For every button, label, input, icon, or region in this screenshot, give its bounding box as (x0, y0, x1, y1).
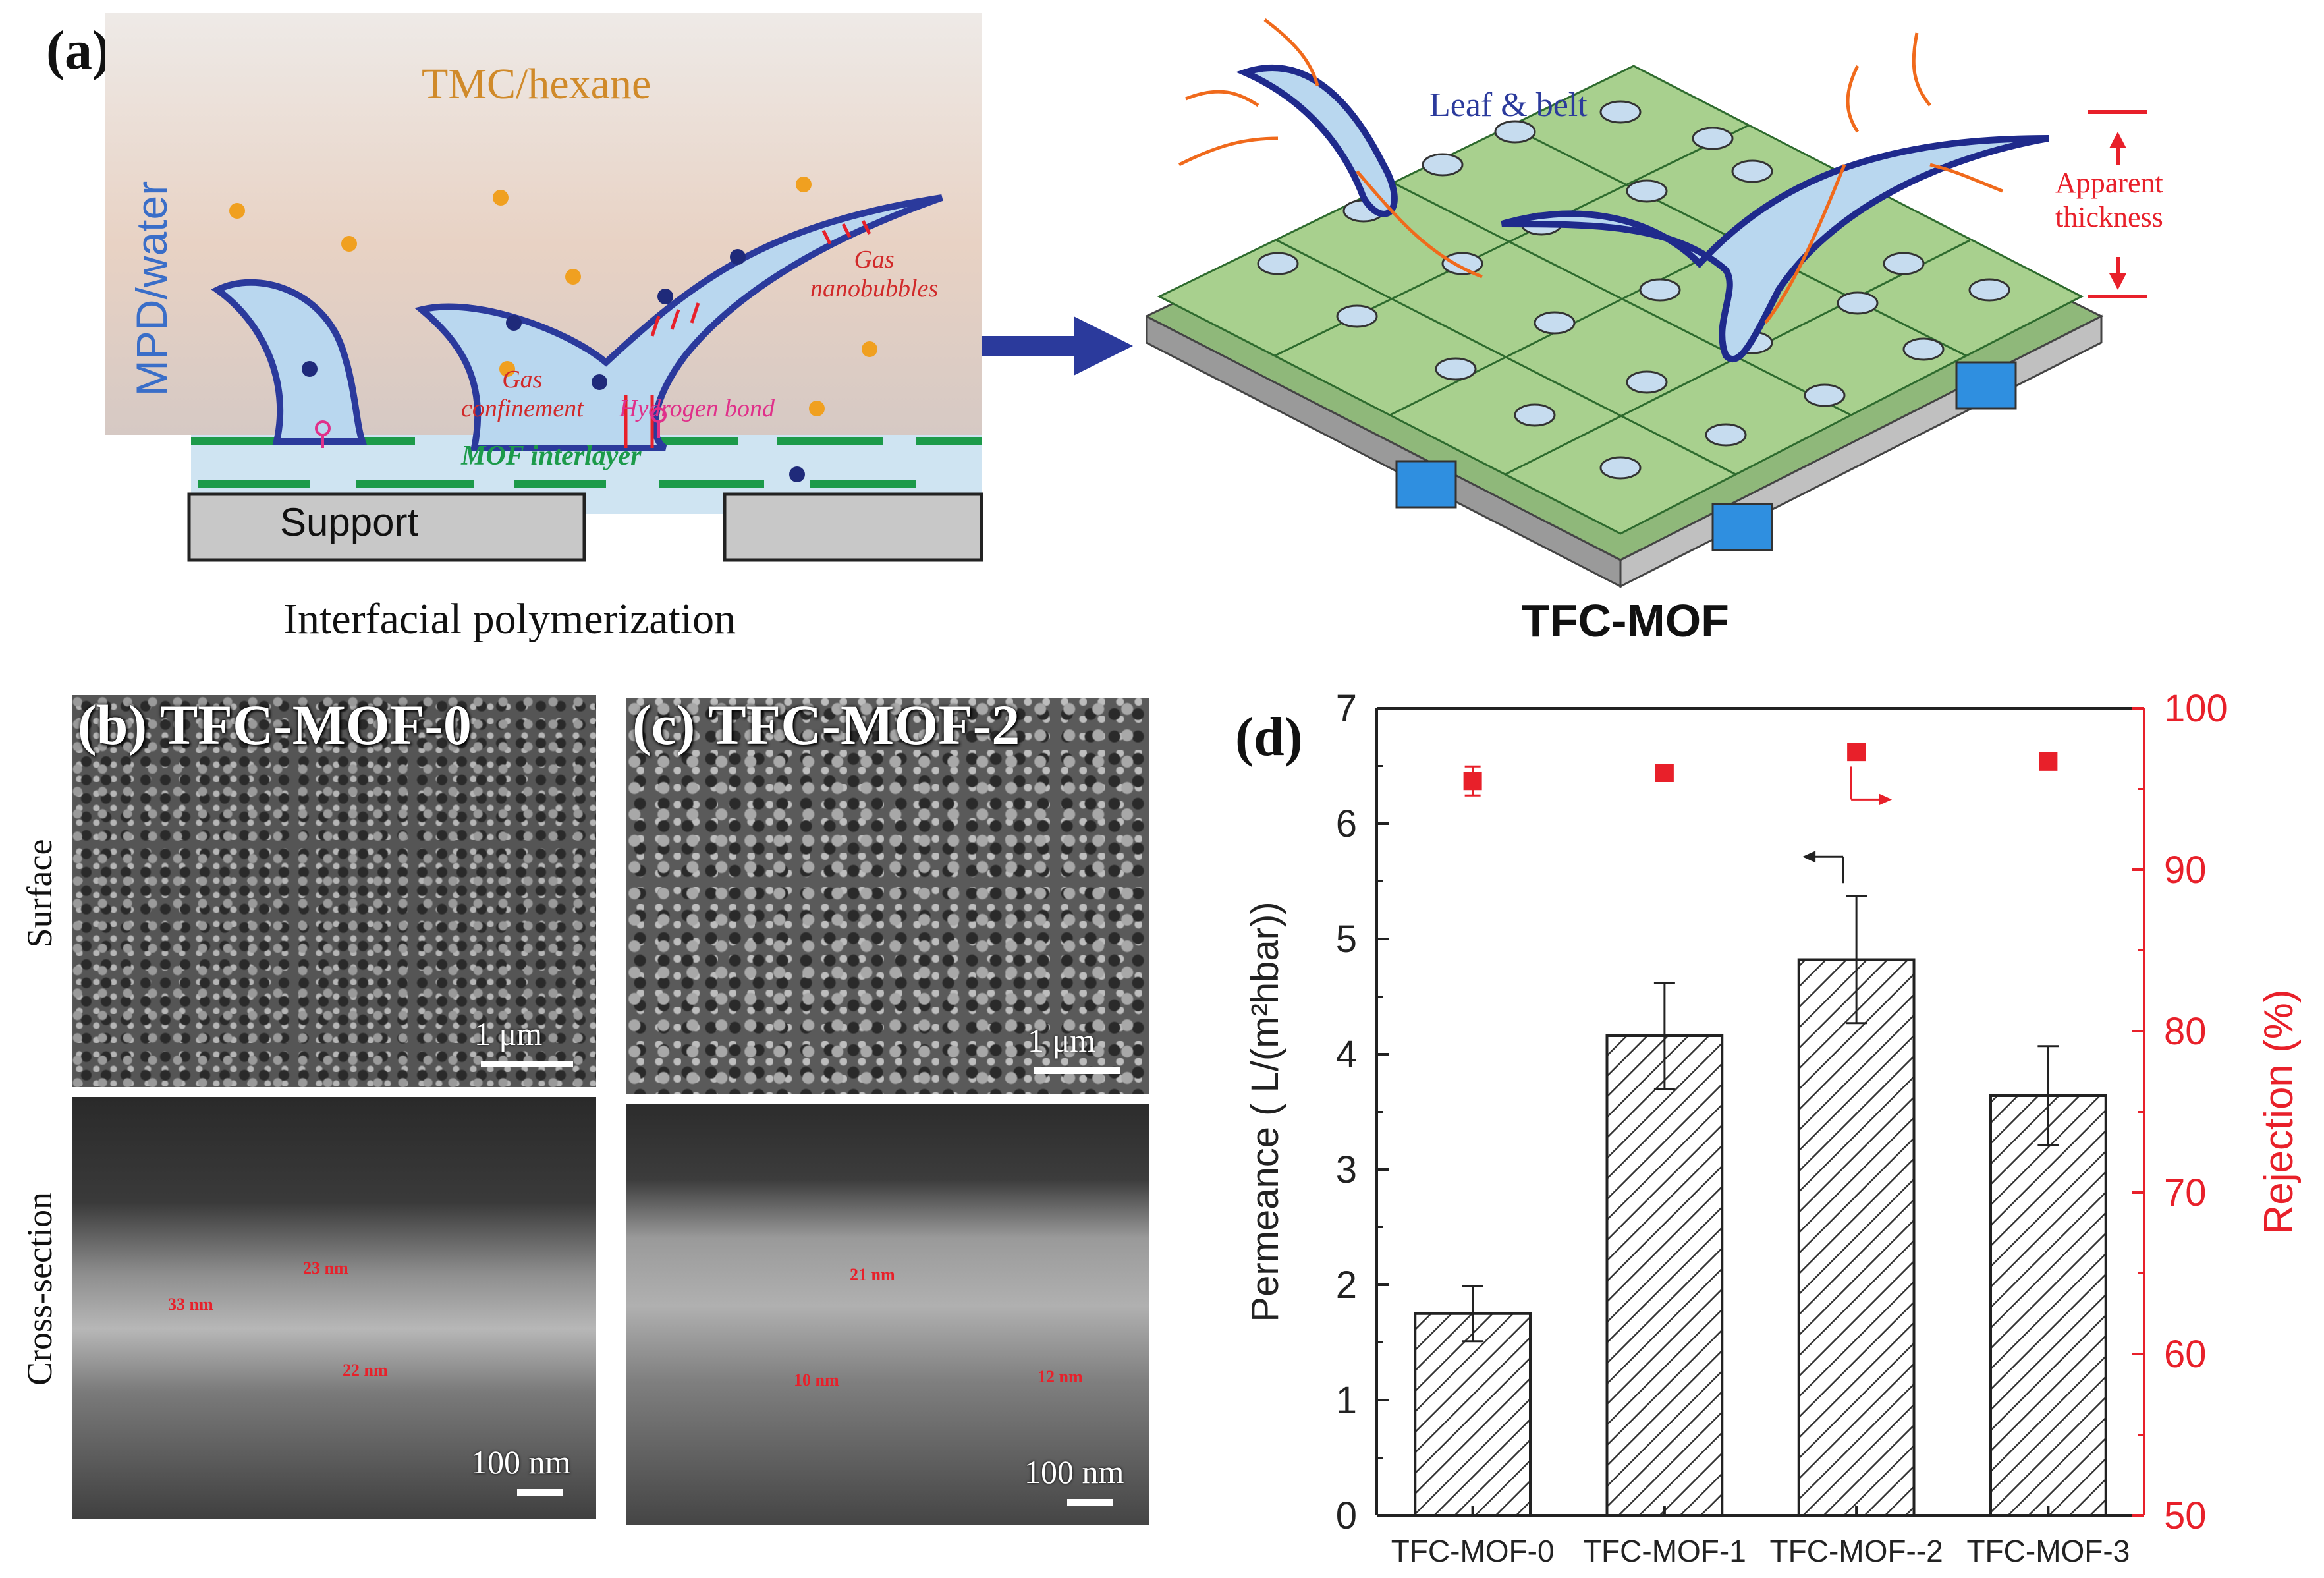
scale-bar-b-cross (517, 1489, 563, 1496)
gas-nanobubbles-label: Gas nanobubbles (810, 245, 938, 303)
left-y-tick-label: 7 (1336, 687, 1357, 730)
channel-insert-2 (1711, 503, 1773, 551)
gas-confinement-line1: Gas (502, 366, 543, 393)
apparent-thickness-line1: Apparent (2055, 167, 2163, 199)
permeance-axis-indicator-head (1802, 851, 1816, 863)
gas-confinement-line2: confinement (461, 395, 584, 422)
left-y-tick-label: 5 (1336, 918, 1357, 961)
support-block-right (723, 492, 983, 562)
polyamide-leaf-left (211, 279, 367, 445)
tmc-hexane-label: TMC/hexane (422, 60, 651, 108)
scale-label-c-cross: 100 nm (1024, 1453, 1124, 1490)
interfacial-polymerization-caption: Interfacial polymerization (283, 595, 736, 643)
right-y-tick-label: 90 (2164, 849, 2207, 891)
right-y-tick-label: 70 (2164, 1171, 2207, 1214)
channel-insert-3 (1955, 361, 2017, 410)
scale-label-b-cross: 100 nm (471, 1444, 571, 1480)
permeance-bar (1605, 1034, 1724, 1517)
process-arrow (982, 316, 1133, 376)
sem-c-surface: 1 μm (626, 698, 1149, 1094)
thickness-b-1: 33 nm (168, 1295, 213, 1314)
sem-b-surface: 1 μm (72, 695, 596, 1087)
polyamide-belt (414, 194, 943, 451)
right-y-tick-label: 60 (2164, 1333, 2207, 1376)
interfacial-polymerization-diagram (105, 13, 983, 562)
rejection-axis-indicator-head (1879, 793, 1893, 806)
mpd-water-label: MPD/water (127, 181, 176, 397)
permeance-bar (1797, 958, 1916, 1517)
mof-interlayer-dashes (191, 437, 982, 488)
thickness-c-3: 12 nm (1038, 1367, 1083, 1386)
tmc-molecules (229, 177, 877, 416)
left-y-tick-label: 1 (1336, 1379, 1357, 1422)
permeance-bar (1989, 1094, 2107, 1517)
mpd-molecules (302, 249, 805, 482)
scale-label-b-surface: 1 μm (474, 1015, 543, 1052)
flow-arrows (1178, 18, 2003, 324)
thickness-b-2: 23 nm (303, 1258, 348, 1278)
rejection-point (2039, 752, 2058, 771)
thickness-c-1: 21 nm (850, 1265, 895, 1284)
support-block-left (187, 492, 586, 562)
left-y-axis-title: Permeance ( L/(m²hbar)) (1244, 901, 1286, 1322)
right-y-axis-title: Rejection (%) (2256, 989, 2302, 1234)
left-y-tick-label: 4 (1336, 1033, 1357, 1076)
hydrogen-bond-label: Hydrogen bond (619, 395, 775, 422)
mof-interlayer-label: MOF interlayer (461, 441, 642, 471)
right-y-tick-label: 50 (2164, 1494, 2207, 1537)
panel-d-letter: (d) (1235, 706, 1303, 768)
left-y-tick-label: 6 (1336, 803, 1357, 845)
gas-arrows (624, 219, 872, 448)
leaf-shape (1236, 65, 1398, 217)
panel-a-letter: (a) (46, 20, 111, 81)
channel-insert-1 (1395, 460, 1457, 509)
left-y-tick-label: 0 (1336, 1494, 1357, 1537)
gas-confinement-label: Gas confinement (461, 365, 584, 423)
x-tick-label: TFC-MOF-0 (1391, 1534, 1555, 1568)
apparent-thickness-line2: thickness (2055, 201, 2163, 233)
x-tick-label: TFC-MOF-1 (1583, 1534, 1746, 1568)
scale-bar-b-surface (481, 1061, 573, 1067)
x-tick-label: TFC-MOF-3 (1966, 1534, 2130, 1568)
apparent-thickness-label: Apparent thickness (2055, 166, 2163, 235)
scale-bar-c-cross (1067, 1499, 1113, 1506)
rejection-point (1847, 743, 1866, 762)
scale-label-c-surface: 1 μm (1028, 1022, 1096, 1059)
left-y-tick-label: 2 (1336, 1264, 1357, 1307)
leaf-belt-label: Leaf & belt (1429, 86, 1588, 124)
panel-c-title: (c) TFC-MOF-2 (632, 693, 1020, 756)
row-label-cross-section: Cross-section (20, 1192, 59, 1386)
right-y-tick-label: 80 (2164, 1010, 2207, 1053)
row-label-surface: Surface (20, 839, 59, 948)
tfc-mof-caption: TFC-MOF (1522, 595, 1729, 646)
permeance-bar (1414, 1312, 1532, 1517)
rejection-point (1655, 764, 1674, 782)
gas-nanobubbles-line2: nanobubbles (810, 275, 939, 302)
support-label: Support (280, 500, 419, 544)
tfc-mof-membrane-diagram (1146, 18, 2147, 588)
thickness-c-2: 10 nm (794, 1370, 839, 1390)
sem-c-cross-section: 21 nm 10 nm 12 nm 100 nm (626, 1104, 1149, 1525)
sem-b-cross-section: 33 nm 23 nm 22 nm 100 nm (72, 1097, 596, 1519)
hydrogen-bond-marks (315, 407, 667, 448)
thickness-b-3: 22 nm (343, 1361, 388, 1380)
belt-shape (1501, 135, 2049, 363)
right-y-tick-label: 100 (2164, 687, 2228, 730)
scale-bar-c-surface (1034, 1067, 1120, 1074)
left-y-tick-label: 3 (1336, 1148, 1357, 1191)
gas-nanobubbles-line1: Gas (854, 246, 895, 273)
panel-b-title: (b) TFC-MOF-0 (78, 693, 472, 756)
rejection-point (1463, 772, 1482, 791)
x-tick-label: TFC-MOF--2 (1770, 1534, 1943, 1568)
